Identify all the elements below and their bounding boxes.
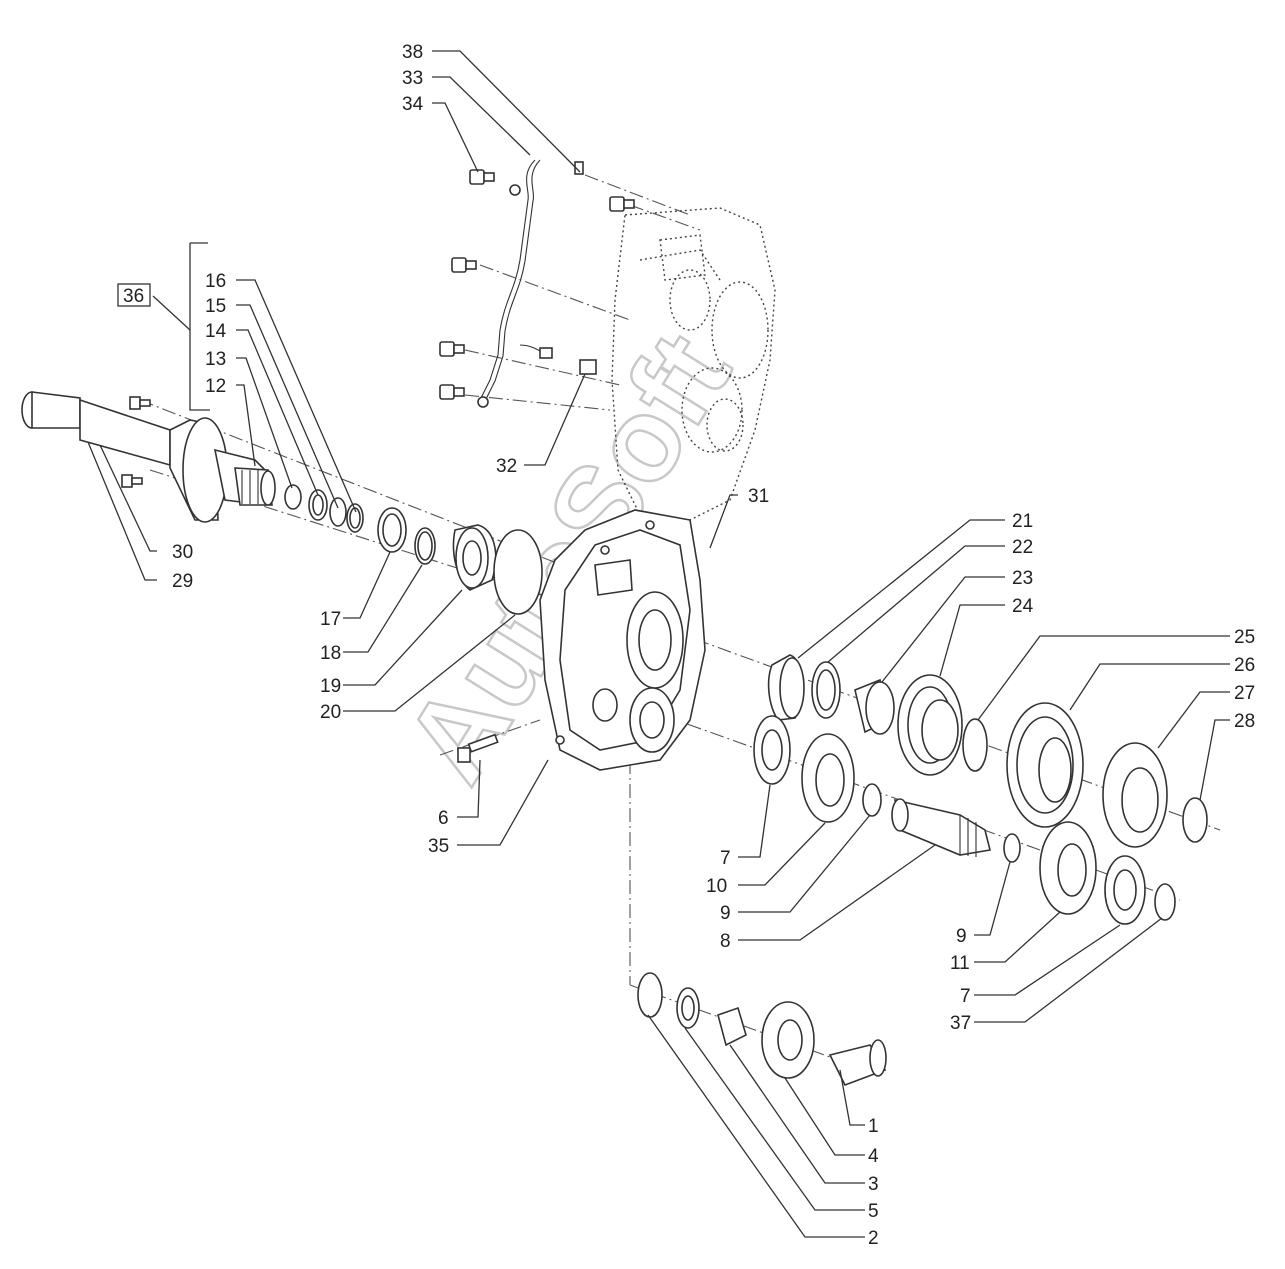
callout-4: 4 xyxy=(868,1146,879,1167)
callout-1: 1 xyxy=(868,1116,879,1137)
callout-21: 21 xyxy=(1012,511,1033,532)
callout-10: 10 xyxy=(706,876,727,897)
callout-30: 30 xyxy=(172,542,193,563)
bolts xyxy=(121,169,635,763)
callout-5: 5 xyxy=(868,1201,879,1222)
callout-24: 24 xyxy=(1012,596,1034,617)
callout-9-left: 9 xyxy=(720,903,731,924)
callout-15: 15 xyxy=(205,296,226,317)
idler-parts xyxy=(637,972,887,1087)
callout-7-lower: 7 xyxy=(960,986,971,1007)
callout-12: 12 xyxy=(205,376,226,397)
callout-32: 32 xyxy=(496,456,517,477)
callout-labels: 38 33 34 16 15 14 13 12 36 32 31 30 29 2… xyxy=(123,42,1255,1249)
callout-25: 25 xyxy=(1234,627,1255,648)
output-shaft xyxy=(21,391,276,523)
callout-33: 33 xyxy=(402,68,423,89)
callout-38: 38 xyxy=(402,42,423,63)
callout-29: 29 xyxy=(172,571,193,592)
upper-shaft-parts xyxy=(767,654,1208,848)
callout-35: 35 xyxy=(428,836,449,857)
callout-37: 37 xyxy=(950,1013,971,1034)
callout-2: 2 xyxy=(868,1228,879,1249)
callout-6: 6 xyxy=(438,808,449,829)
callout-18: 18 xyxy=(320,643,341,664)
callout-17: 17 xyxy=(320,609,341,630)
front-cover xyxy=(539,509,706,771)
callout-14: 14 xyxy=(205,321,227,342)
callout-8: 8 xyxy=(720,931,731,952)
callout-22: 22 xyxy=(1012,537,1033,558)
leader-lines xyxy=(87,50,1230,1238)
lube-pipe xyxy=(477,159,597,408)
callout-34: 34 xyxy=(402,94,424,115)
seal-rings xyxy=(284,484,543,615)
callout-26: 26 xyxy=(1234,655,1255,676)
callout-28: 28 xyxy=(1234,711,1255,732)
callout-11: 11 xyxy=(950,953,970,974)
group-bracket xyxy=(189,242,210,411)
callout-9-right: 9 xyxy=(956,926,967,947)
callout-13: 13 xyxy=(205,349,226,370)
callout-19: 19 xyxy=(320,676,341,697)
callout-27: 27 xyxy=(1234,683,1255,704)
callout-16: 16 xyxy=(205,271,226,292)
rear-housing xyxy=(611,207,776,521)
lower-shaft-parts xyxy=(753,715,1176,925)
callout-7-upper: 7 xyxy=(720,848,731,869)
callout-20: 20 xyxy=(320,702,341,723)
callout-23: 23 xyxy=(1012,568,1033,589)
callout-31: 31 xyxy=(748,486,769,507)
callout-36-box xyxy=(117,283,151,307)
callout-3: 3 xyxy=(868,1174,879,1195)
callout-36: 36 xyxy=(123,286,144,307)
